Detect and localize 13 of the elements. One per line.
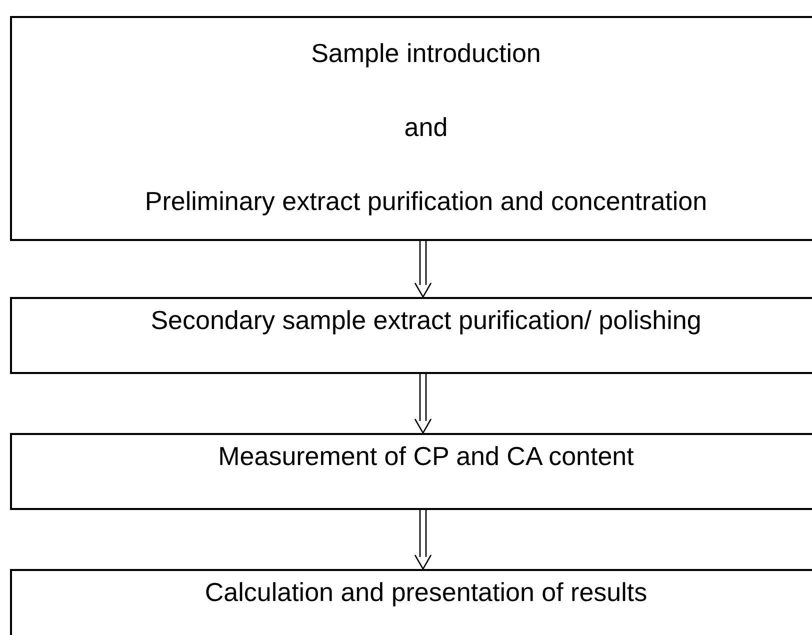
step-text: Measurement of CP and CA content (218, 441, 634, 471)
step-text: and (404, 112, 448, 142)
double-arrow (414, 240, 432, 298)
process-box (10, 433, 812, 510)
step-text: Preliminary extract purification and concentration (144, 186, 708, 216)
double-arrow (414, 509, 432, 570)
process-box (10, 297, 812, 374)
step-text: Sample introduction (311, 38, 541, 68)
double-arrow (414, 373, 432, 434)
process-box (10, 569, 812, 635)
step-text: Calculation and presentation of results (204, 577, 648, 607)
step-text: Secondary sample extract purification/ polishing (150, 305, 702, 335)
process-box (10, 16, 812, 241)
